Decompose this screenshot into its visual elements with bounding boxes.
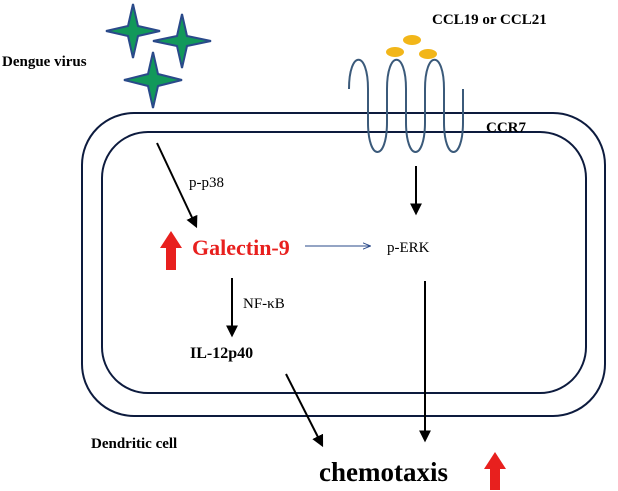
ligands-label: CCL19 or CCL21: [432, 12, 547, 28]
p-erk-label: p-ERK: [387, 240, 430, 256]
cell-membrane-inner: [101, 131, 587, 394]
il-12p40-label: IL-12p40: [190, 345, 253, 362]
chemotaxis-up-arrow-icon: [484, 452, 506, 490]
ligand-dot-icon: [419, 49, 437, 59]
virus-star-icon: [123, 51, 183, 109]
p-p38-label: p-p38: [189, 175, 224, 191]
arrow-virus-to-galectin: [156, 142, 198, 229]
ligand-dot-icon: [386, 47, 404, 57]
dendritic-cell-label: Dendritic cell: [91, 436, 177, 452]
dengue-virus-label: Dengue virus: [2, 54, 87, 70]
nf-kb-label: NF-κB: [243, 296, 285, 312]
virus-star-icon: [105, 3, 161, 59]
chemotaxis-label: chemotaxis: [319, 457, 448, 487]
ccr7-receptor-coil: [348, 58, 464, 153]
ccr7-label: CCR7: [486, 120, 526, 136]
arrow-il12-to-chemotaxis: [285, 373, 324, 448]
virus-star-icon: [152, 13, 212, 69]
galectin-9-label: Galectin-9: [192, 235, 290, 260]
galectin-up-arrow-icon: [160, 231, 182, 270]
cell-membrane-outer: [81, 112, 606, 417]
ligand-dot-icon: [403, 35, 421, 45]
